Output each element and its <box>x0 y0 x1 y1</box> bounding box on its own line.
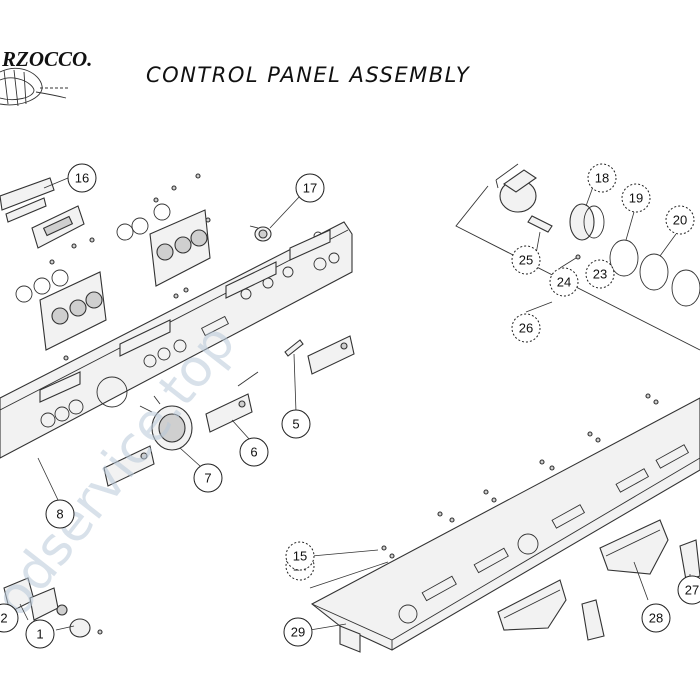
callout-29: 29 <box>283 617 313 647</box>
part-20-o-ring <box>639 253 669 291</box>
callout-27: 27 <box>677 575 700 605</box>
callout-28: 28 <box>641 603 671 633</box>
callout-number: 24 <box>557 275 571 290</box>
callout-18: 18 <box>587 163 617 193</box>
callout-8: 8 <box>45 499 75 529</box>
part-24-screw <box>575 254 581 260</box>
callout-number: 26 <box>519 321 533 336</box>
switch-module-upper <box>116 203 211 287</box>
callout-number: 28 <box>649 611 663 626</box>
callout-circle <box>0 603 19 633</box>
part-2-bracket <box>3 577 59 621</box>
part-5-pin <box>284 339 304 357</box>
callout-number: 7 <box>204 471 211 486</box>
callout-number: 25 <box>519 253 533 268</box>
part-27-handle <box>581 539 700 641</box>
brand-logo: RZOCCO. <box>0 47 92 107</box>
part-19-o-ring <box>609 239 639 277</box>
callout-circle <box>193 463 223 493</box>
hanger-group-bracket-line <box>455 185 700 351</box>
callout-number: 27 <box>685 583 699 598</box>
switch-module-lower <box>15 269 107 351</box>
callout-number: 15 <box>293 549 307 564</box>
callout-6: 6 <box>239 437 269 467</box>
brand-logo-text: RZOCCO. <box>1 47 92 71</box>
callout-circle <box>677 575 700 605</box>
panel-holes <box>40 231 340 428</box>
small-screws-left <box>49 173 211 361</box>
label-plate-right <box>307 335 355 375</box>
callout-number: 29 <box>291 625 305 640</box>
callout-circle <box>549 267 579 297</box>
callout-circle <box>239 437 269 467</box>
callout-number: 8 <box>56 507 63 522</box>
callout-circle <box>641 603 671 633</box>
callout-circle <box>511 245 541 275</box>
callout-number: 18 <box>595 171 609 186</box>
callout-25: 25 <box>511 245 541 275</box>
callout-15: 15 <box>285 541 315 571</box>
callout-number: 17 <box>303 181 317 196</box>
part-18-ring-clamp <box>569 203 605 241</box>
o-ring-edge <box>671 269 700 307</box>
page-title: CONTROL PANEL ASSEMBLY <box>146 63 471 87</box>
callout-circle <box>285 541 315 571</box>
callout-1: 1 <box>25 619 55 649</box>
callout-circle <box>283 617 313 647</box>
callout-20: 20 <box>665 205 695 235</box>
bolt <box>237 371 259 387</box>
callout-24: 24 <box>549 267 579 297</box>
label-plate-lower <box>103 445 155 487</box>
part-6-label-plate <box>205 393 253 433</box>
part-29-frame <box>310 397 700 653</box>
callout-number: 20 <box>673 213 687 228</box>
callout-5: 5 <box>281 409 311 439</box>
callout-number: 5 <box>292 417 299 432</box>
callout-16: 16 <box>67 163 97 193</box>
part-17-indicator-lamp <box>249 225 272 242</box>
callout-7: 7 <box>193 463 223 493</box>
display-module <box>31 205 85 249</box>
callout-circle <box>295 173 325 203</box>
part-8-front-panel <box>0 221 353 459</box>
callout-labels: 1256781415161718192023242526272829 <box>0 163 700 649</box>
callout-circle <box>585 259 615 289</box>
callout-circle <box>281 409 311 439</box>
part-28-cover-lower <box>497 579 567 631</box>
callout-circle <box>67 163 97 193</box>
small-nuts-right <box>381 393 659 559</box>
callout-number: 16 <box>75 171 89 186</box>
callout-circle <box>665 205 695 235</box>
callout-circle <box>25 619 55 649</box>
callout-2: 2 <box>0 603 19 633</box>
part-7-gauge <box>139 395 193 451</box>
part-1-knob <box>56 604 103 638</box>
callout-17: 17 <box>295 173 325 203</box>
callout-circle <box>45 499 75 529</box>
callout-number: 19 <box>629 191 643 206</box>
callout-number: 1 <box>36 627 43 642</box>
callout-circle <box>587 163 617 193</box>
part-16-bracket <box>0 177 55 223</box>
callout-number: 6 <box>250 445 257 460</box>
callout-26: 26 <box>511 313 541 343</box>
callout-19: 19 <box>621 183 651 213</box>
callout-23: 23 <box>585 259 615 289</box>
part-28-cover <box>599 519 669 575</box>
part-26-hanger-assembly <box>495 163 553 233</box>
callout-number: 23 <box>593 267 607 282</box>
frame-windows <box>398 444 690 624</box>
callout-circle <box>511 313 541 343</box>
callout-number: 2 <box>0 611 7 626</box>
callout-circle <box>621 183 651 213</box>
